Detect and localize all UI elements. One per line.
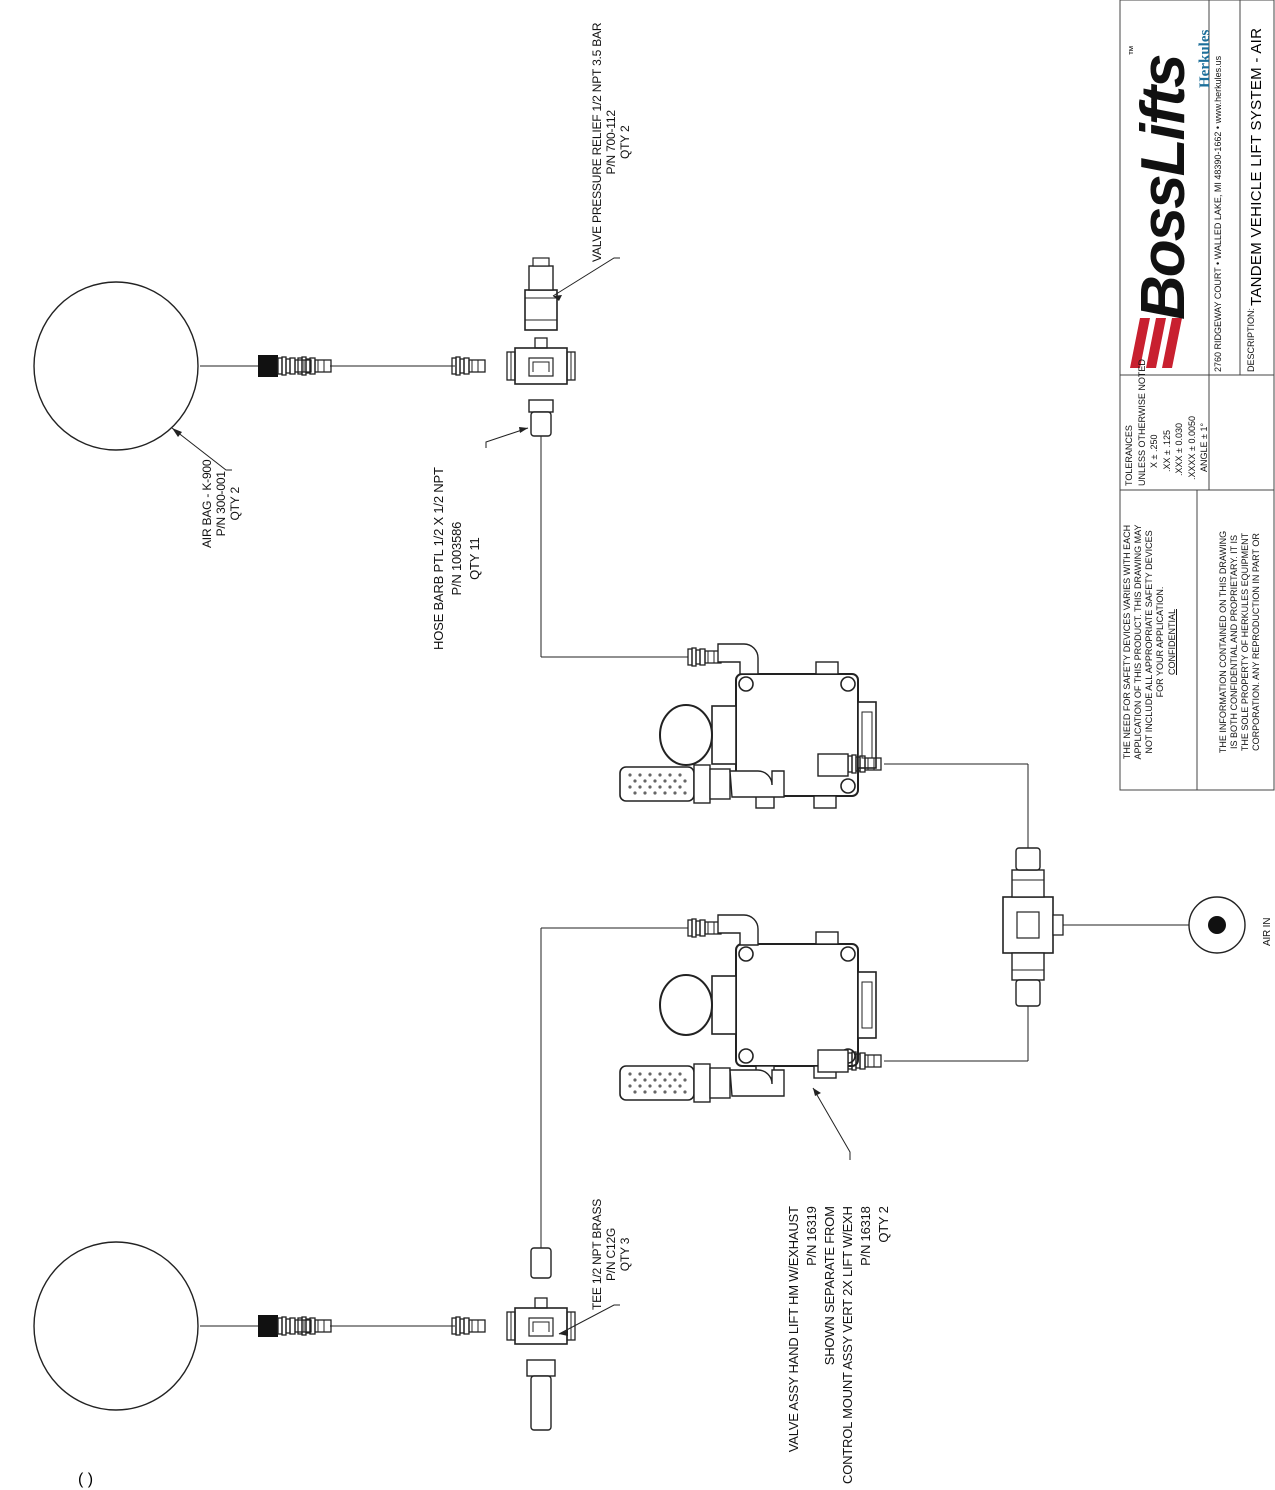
title-block-frame [1119,0,1275,791]
bosslifts-logo-text: BossLifts [1129,55,1198,320]
valve-assy-top [619,643,882,809]
air-in-text: AIR IN [1262,917,1273,946]
safety-notice-line: THE NEED FOR SAFETY DEVICES VARIES WITH … [1122,524,1132,760]
tee-label-line: TEE 1/2 NPT BRASS [590,1198,604,1310]
tolerances-line: UNLESS OTHERWISE NOTED [1136,359,1147,486]
air-bag-top [33,281,199,451]
leader-lines [171,257,851,1335]
air-in-dot [1208,916,1226,934]
corner-mark: ( ) [78,1471,94,1488]
confidential-text-line: THE SOLE PROPERTY OF HERKULES EQUIPMENT [1240,532,1250,752]
drawing-description-text: TANDEM VEHICLE LIFT SYSTEM - AIR [1248,27,1265,306]
valve-assy-label-line: QTY 2 [876,1206,891,1243]
relief-valve-label-line: QTY 2 [618,125,632,160]
tolerances-line: .XXXX ± 0.0050 [1186,416,1197,480]
air-bag-label: AIR BAG - K-900 P/N 300-001 QTY 2 [200,460,242,548]
logo-bars [1130,318,1182,368]
description-label: DESCRIPTION: [1246,308,1257,372]
relief-valve-label-line: P/N 700-112 [604,110,618,175]
relief-valve-label-line: VALVE PRESSURE RELIEF 1/2 NPT 3.5 BAR [590,22,604,262]
tolerances-line: X ± .250 [1149,434,1159,468]
tolerances-block: TOLERANCES UNLESS OTHERWISE NOTED X ± .2… [1123,359,1211,486]
tee-center [1002,847,1064,1007]
hose-barb-label-line: HOSE BARB PTL 1/2 X 1/2 NPT [431,467,446,650]
valve-assy-label-line: CONTROL MOUNT ASSY VERT 2X LIFT W/EXH [840,1206,855,1484]
tee-top [506,337,576,385]
air-bag-fitting-top [258,355,332,377]
safety-notice-line: FOR YOUR APPLICATION. [1155,586,1165,698]
bosslifts-logo: BossLifts™ [1128,46,1199,320]
air-bag-fitting-bottom [258,1315,332,1337]
air-bag-label-line: P/N 300-001 [214,471,228,537]
valve-assy-label-line: P/N 16318 [858,1206,873,1266]
trademark-mark: ™ [1128,45,1139,56]
safety-notice-line: NOT INCLUDE ALL APPROPRIATE SAFETY DEVIC… [1144,530,1154,754]
tee-label-line: P/N C12G [604,1227,618,1281]
hose-barb-label-line: QTY 11 [467,537,482,580]
confidential-heading: CONFIDENTIAL [1167,609,1177,676]
air-bag-label-line: AIR BAG - K-900 [200,459,214,548]
herkules-brand-text: Herkules [1197,29,1213,88]
herkules-brand: Herkules [1196,30,1214,88]
air-bag-bottom [33,1241,199,1411]
tolerances-line: ANGLE ± 1° [1199,422,1209,472]
confidential-text-line: CORPORATION. ANY REPRODUCTION IN PART OR [1251,533,1261,751]
confidential-text-line: IS BOTH CONFIDENTIAL AND PROPRIETARY. IT… [1229,534,1239,750]
tolerances-heading: TOLERANCES [1124,425,1134,486]
air-in-label: AIR IN [1262,918,1274,946]
valve-assy-bottom [619,914,882,1103]
relief-valve-label: VALVE PRESSURE RELIEF 1/2 NPT 3.5 BAR P/… [590,23,632,262]
tolerances-line: .XXX ± 0.030 [1174,423,1184,476]
pipe-lines [200,365,1190,1327]
relief-valve-top [524,257,558,437]
hose-barb-bottom-tee [451,1316,486,1336]
description-label-text: DESCRIPTION: [1246,307,1256,372]
valve-assy-label-line: P/N 16319 [804,1206,819,1266]
hose-barb-top-tee [451,356,486,376]
air-bag-label-line: QTY 2 [228,487,242,521]
valve-assy-label: VALVE ASSY HAND LIFT HM W/EXHAUST P/N 16… [785,1206,893,1484]
tolerances-line: .XX ± .125 [1161,430,1172,472]
hose-barb-label: HOSE BARB PTL 1/2 X 1/2 NPT P/N 1003586 … [430,467,484,650]
safety-notice: THE NEED FOR SAFETY DEVICES VARIES WITH … [1122,498,1178,786]
confidential-text-line: THE INFORMATION CONTAINED ON THIS DRAWIN… [1218,530,1228,754]
valve-assy-label-line: VALVE ASSY HAND LIFT HM W/EXHAUST [786,1206,801,1453]
leader-arrows [172,295,821,1336]
tee-label-line: QTY 3 [618,1237,632,1272]
company-address-text: 2760 RIDGEWAY COURT • WALLED LAKE, MI 48… [1213,55,1223,372]
valve-assy-label-line: SHOWN SEPARATE FROM [822,1206,837,1366]
tee-bottom-barbs [526,1247,556,1431]
hose-barb-label-line: P/N 1003586 [449,521,464,596]
confidential-text: THE INFORMATION CONTAINED ON THIS DRAWIN… [1218,498,1262,786]
drawing-description: TANDEM VEHICLE LIFT SYSTEM - AIR [1248,28,1266,306]
company-address: 2760 RIDGEWAY COURT • WALLED LAKE, MI 48… [1213,56,1224,372]
tee-bottom [506,1297,576,1345]
safety-notice-line: APPLICATION OF THIS PRODUCT. THIS DRAWIN… [1133,524,1143,760]
tee-label: TEE 1/2 NPT BRASS P/N C12G QTY 3 [590,1199,632,1310]
